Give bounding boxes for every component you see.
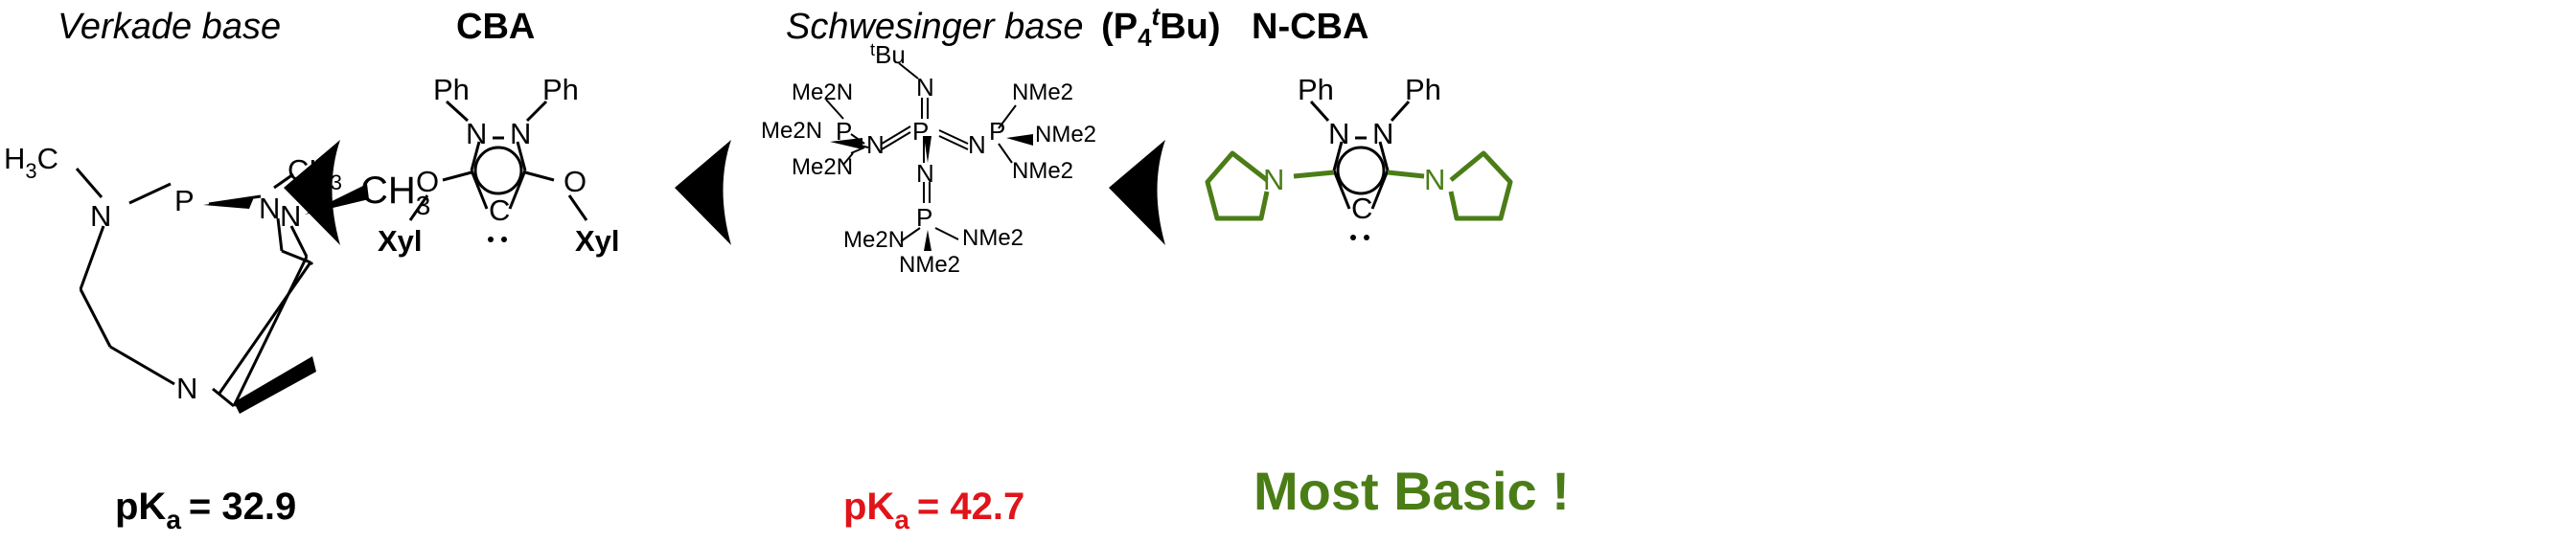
schwesinger-me2n-left: Me2N [761, 118, 822, 144]
schwesinger-n-right: N [968, 130, 986, 159]
verkade-wedge-p-n [203, 197, 254, 209]
less-than-symbol-1 [284, 140, 340, 245]
schwesinger-me2n-lower: Me2N [792, 154, 853, 180]
schwesinger-n-bottom: N [916, 159, 934, 188]
schwesinger-n-top: N [916, 73, 934, 102]
schwesinger-n-left: N [866, 130, 885, 159]
ncba-pyrrolidine-n-right: N [1424, 163, 1445, 196]
ncba-c-center: C [1351, 192, 1372, 225]
schwesinger-nme2-upper: NMe2 [1012, 79, 1073, 105]
cba-n-right: N [510, 117, 531, 150]
schwesinger-me2n-bottom: Me2N [843, 227, 905, 253]
cba-title: CBA [456, 7, 535, 47]
cba-n-left: N [466, 117, 487, 150]
ncba-n-left: N [1328, 117, 1349, 150]
cba-xyl-left: Xyl [378, 224, 423, 258]
cba-bonds [408, 100, 588, 221]
verkade-pka: pKa= 32.9 [115, 486, 296, 534]
schwesinger-wedge-left [830, 138, 862, 149]
verkade-p: P [174, 184, 195, 217]
cba-c-center: C [489, 193, 510, 227]
schwesinger-wedge-center [924, 136, 932, 163]
verkade-n-right: N [280, 199, 301, 233]
verkade-bonds [75, 168, 314, 408]
schwesinger-wedge-right [1006, 134, 1033, 146]
schwesinger-base: Schwesinger base (P4tBu) [761, 2, 1221, 534]
cba-lone-pair-dot [501, 237, 507, 242]
ncba-tagline: Most Basic ! [1254, 461, 1570, 521]
n-cba: N-CBA Ph Ph N N C N N Most Basic ! [1205, 7, 1570, 521]
ncba-pyrrolidine-left [1205, 150, 1335, 221]
ncba-lone-pair-dot [1350, 235, 1356, 240]
schwesinger-tbu: tBu [870, 40, 906, 69]
cba-lone-pair-dot [488, 237, 494, 242]
schwesinger-bonds [825, 62, 1017, 242]
ncba-ph-left: Ph [1298, 73, 1334, 106]
cba-o-left: O [416, 165, 439, 198]
schwesinger-nme2-bottom-right: NMe2 [962, 225, 1024, 251]
less-than-symbol-2 [675, 140, 731, 245]
verkade-wedge-cage [234, 356, 316, 414]
less-than-symbol-3 [1109, 140, 1165, 245]
verkade-base: Verkade base H3C N P N CH3 N CH3 N pKa [4, 7, 430, 534]
cba-aromatic-ring [473, 146, 523, 195]
ncba-ph-right: Ph [1405, 73, 1441, 106]
verkade-n-bottom: N [176, 372, 197, 405]
ncba-n-right: N [1372, 117, 1393, 150]
ncba-pyrrolidine-right [1387, 150, 1513, 221]
cba: CBA Ph Ph N N O O C Xyl Xyl [378, 7, 620, 258]
verkade-h3c-left: H3C [4, 142, 58, 183]
ncba-aromatic-ring [1336, 146, 1386, 195]
schwesinger-wedge-bottom [924, 230, 932, 251]
ncba-title: N-CBA [1252, 7, 1368, 47]
schwesinger-title: Schwesinger base (P4tBu) [786, 2, 1221, 52]
schwesinger-p-right: P [989, 117, 1005, 146]
verkade-title: Verkade base [58, 7, 281, 47]
schwesinger-p-left: P [836, 117, 852, 146]
schwesinger-p-bottom: P [916, 203, 932, 232]
schwesinger-me2n-upper: Me2N [792, 79, 853, 105]
schwesinger-pka: pKa= 42.7 [843, 486, 1024, 534]
cba-ph-left: Ph [433, 73, 470, 106]
ncba-lone-pair-dot [1364, 235, 1369, 240]
schwesinger-nme2-bottom: NMe2 [899, 252, 960, 278]
cba-ph-right: Ph [542, 73, 579, 106]
verkade-n-mid: N [259, 192, 280, 225]
schwesinger-nme2-lower: NMe2 [1012, 158, 1073, 184]
verkade-n-left: N [90, 199, 111, 233]
schwesinger-p-center: P [912, 117, 929, 146]
cba-xyl-right: Xyl [575, 224, 620, 258]
ncba-pyrrolidine-n-left: N [1263, 163, 1284, 196]
ncba-bonds [1309, 100, 1411, 210]
schwesinger-nme2-right: NMe2 [1035, 122, 1096, 147]
cba-o-right: O [564, 165, 586, 198]
